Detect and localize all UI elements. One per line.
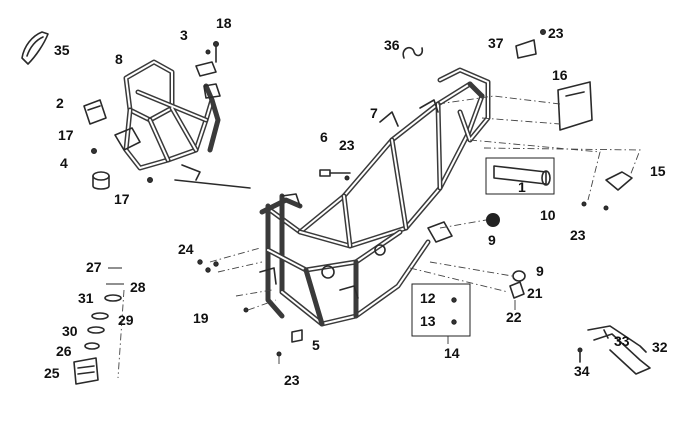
callout-1: 1 xyxy=(518,179,526,195)
part-2-plate xyxy=(83,99,107,125)
part-9-cap-upper xyxy=(486,213,500,227)
callout-8: 8 xyxy=(115,51,123,67)
callout-17-lower: 17 xyxy=(114,191,130,207)
part-12-bolt xyxy=(451,297,457,303)
callout-25: 25 xyxy=(44,365,60,381)
part-16-plate xyxy=(557,81,593,131)
callout-23-bottom: 23 xyxy=(284,372,300,388)
part-35-trim-cover xyxy=(21,31,49,65)
callout-4: 4 xyxy=(60,155,68,171)
sub-frame-assembly xyxy=(114,59,251,189)
part-23-bolt-bottom xyxy=(276,351,282,357)
part-24-bolt-b xyxy=(205,267,211,273)
callout-31: 31 xyxy=(78,290,94,306)
callout-36: 36 xyxy=(384,37,400,53)
callout-32: 32 xyxy=(652,339,668,355)
part-17-bolt-upper xyxy=(91,148,97,154)
callout-22: 22 xyxy=(506,309,522,325)
callout-16: 16 xyxy=(552,67,568,83)
part-18-bolt xyxy=(205,41,219,63)
part-17-bolt-lower xyxy=(147,177,153,183)
callout-23-top-right: 23 xyxy=(548,25,564,41)
callout-18: 18 xyxy=(216,15,232,31)
callout-13: 13 xyxy=(420,313,436,329)
callout-29: 29 xyxy=(118,312,134,328)
callout-9-lower: 9 xyxy=(536,263,544,279)
callout-24: 24 xyxy=(178,241,194,257)
part-15-bracket xyxy=(605,171,633,191)
callout-23-right: 23 xyxy=(570,227,586,243)
callout-28: 28 xyxy=(130,279,146,295)
part-24-bolt-a xyxy=(197,259,203,265)
callout-27: 27 xyxy=(86,259,102,275)
part-37-bracket xyxy=(515,29,546,59)
part-14-kit-box xyxy=(411,283,471,337)
part-13-bolt xyxy=(451,319,457,325)
callout-12: 12 xyxy=(420,290,436,306)
callout-37: 37 xyxy=(488,35,504,51)
side-stand-assembly xyxy=(577,325,651,375)
part-36-clip xyxy=(402,46,424,59)
fastener-stack xyxy=(73,267,124,385)
callout-5: 5 xyxy=(312,337,320,353)
part-24-bolt-c xyxy=(213,261,219,267)
part-9-cap-lower xyxy=(509,270,526,299)
callout-15: 15 xyxy=(650,163,666,179)
callout-21: 21 xyxy=(527,285,543,301)
callout-2: 2 xyxy=(56,95,64,111)
part-4-bushing xyxy=(92,171,110,190)
callout-14: 14 xyxy=(444,345,460,361)
callout-17-upper: 17 xyxy=(58,127,74,143)
callout-3: 3 xyxy=(180,27,188,43)
callout-35: 35 xyxy=(54,42,70,58)
callout-19: 19 xyxy=(193,310,209,326)
part-6-bolt xyxy=(319,169,351,177)
part-23-bolt-right-b xyxy=(603,205,609,211)
part-23-nut-center xyxy=(344,175,350,181)
callout-10: 10 xyxy=(540,207,556,223)
part-19-bolt xyxy=(243,307,249,313)
callout-30: 30 xyxy=(62,323,78,339)
callout-23-center: 23 xyxy=(339,137,355,153)
part-10-box xyxy=(485,157,555,195)
part-3-bracket xyxy=(195,61,221,99)
main-frame xyxy=(259,67,491,327)
callout-9-upper: 9 xyxy=(488,232,496,248)
part-5-bolt xyxy=(291,329,303,343)
callout-7: 7 xyxy=(370,105,378,121)
part-23-bolt-right-a xyxy=(581,201,587,207)
callout-34: 34 xyxy=(574,363,590,379)
callout-33: 33 xyxy=(614,333,630,349)
callout-26: 26 xyxy=(56,343,72,359)
callout-6: 6 xyxy=(320,129,328,145)
